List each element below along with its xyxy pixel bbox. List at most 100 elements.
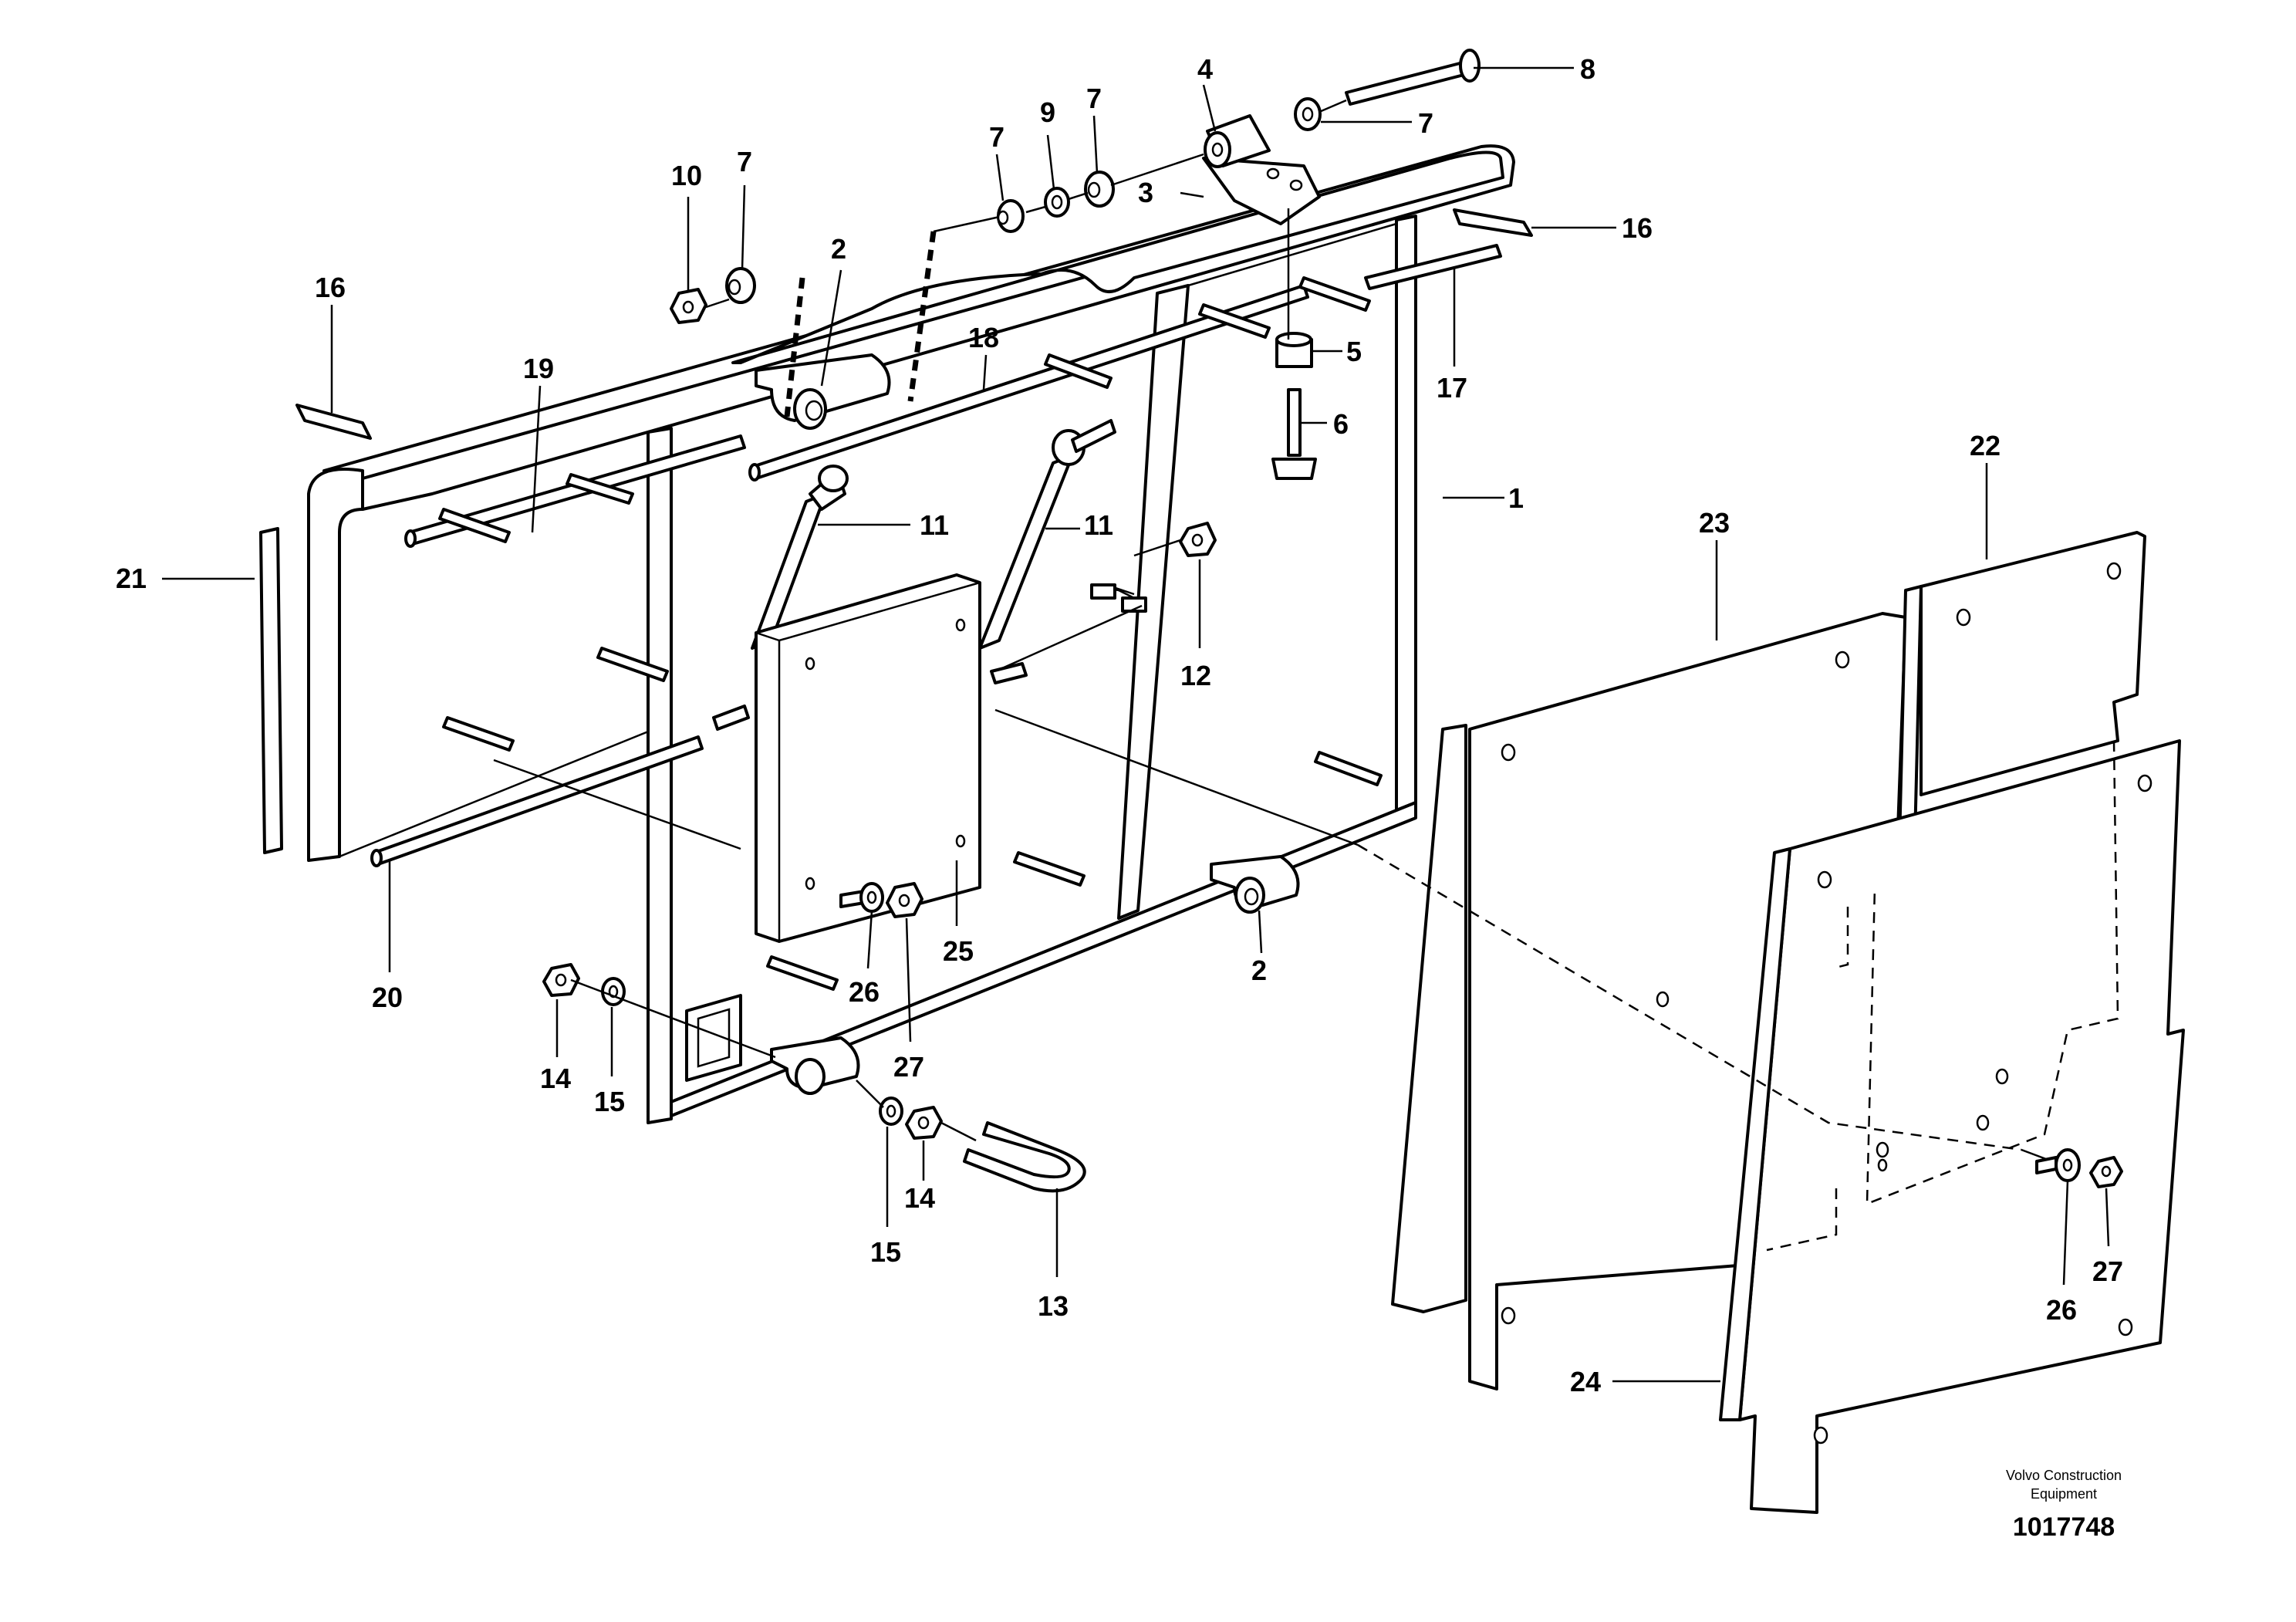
callout-20: 20	[372, 982, 403, 1013]
spacer-5	[1275, 332, 1313, 368]
assembly-line-10	[705, 298, 730, 309]
u-bolt-13	[963, 1121, 1086, 1193]
callout-24: 24	[1570, 1366, 1601, 1397]
callout-11-a: 11	[920, 509, 949, 541]
hidden-outline-corner	[1766, 1188, 1838, 1252]
callout-3: 3	[1138, 177, 1153, 208]
callout-1: 1	[1508, 482, 1524, 514]
callout-19: 19	[523, 353, 554, 384]
rubber-strip-17	[1364, 244, 1502, 290]
washer-9	[1044, 187, 1070, 218]
panel-24	[1656, 739, 2185, 1514]
callout-16-left: 16	[315, 272, 346, 303]
assembly-line-13	[570, 978, 977, 1142]
callout-15-b: 15	[870, 1236, 901, 1268]
washer-14-a	[542, 963, 580, 997]
callout-5: 5	[1346, 336, 1362, 367]
assembly-line-12	[1133, 539, 1181, 557]
control-box-25	[755, 573, 981, 943]
callout-23: 23	[1699, 507, 1730, 539]
callout-10: 10	[671, 160, 702, 191]
bushing-7-right	[1294, 97, 1322, 131]
nut-27-left	[886, 882, 923, 918]
callout-7-b: 7	[1086, 83, 1102, 114]
hinge-pin-4	[1204, 114, 1271, 168]
callout-12: 12	[1180, 660, 1211, 691]
bushing-7-c	[725, 267, 756, 304]
bolt-6	[1271, 388, 1317, 480]
hidden-outline-panel-22	[1866, 740, 2119, 1205]
callout-7-c: 7	[737, 146, 752, 177]
washer-15-a	[601, 977, 626, 1006]
nut-10	[670, 288, 707, 324]
hinge-bracket-3	[1202, 157, 1321, 225]
callout-26-a: 26	[849, 976, 880, 1008]
hidden-outline-notch	[1832, 907, 1849, 970]
callout-7-a: 7	[989, 121, 1004, 153]
frame-studs	[438, 276, 1383, 991]
washer-14-b	[905, 1106, 943, 1140]
assembly-line-panel-solid	[994, 708, 1359, 846]
rubber-strip-21	[259, 527, 283, 854]
callout-13: 13	[1038, 1290, 1069, 1322]
bushing-7-a	[997, 199, 1025, 233]
callout-14-a: 14	[540, 1063, 571, 1094]
assembly-line-left	[493, 759, 741, 850]
frame-top-cover	[731, 150, 1504, 364]
footer-block: Volvo Construction Equipment 1017748	[2006, 1468, 2122, 1542]
callout-11-b: 11	[1084, 509, 1113, 541]
assembly-line-strut	[994, 604, 1143, 673]
hidden-hole-a	[1876, 1141, 1889, 1158]
leader-lines	[162, 66, 2110, 1383]
bracket-12	[1090, 583, 1147, 613]
hidden-hole-d	[1877, 1158, 1888, 1172]
callout-27-a: 27	[893, 1051, 924, 1083]
hinge-part-2-bottom	[1210, 855, 1300, 914]
assembly-line-panel-dashed	[1357, 843, 2022, 1151]
seal-strip-16-right	[1453, 208, 1533, 237]
callout-labels: 1 2 2 3 4 5 6 7 7 7 7 8 9 10 11 11 12 13…	[116, 53, 2123, 1397]
nut-27-right	[2089, 1156, 2123, 1188]
rubber-strip-18	[748, 284, 1309, 482]
callout-8: 8	[1580, 53, 1595, 85]
hinge-bottom-left	[770, 1036, 860, 1095]
callout-27-b: 27	[2092, 1255, 2123, 1287]
company-name-line1: Volvo Construction	[2006, 1468, 2122, 1483]
callout-21: 21	[116, 563, 147, 594]
callout-16-right: 16	[1622, 212, 1653, 244]
bolt-part-8	[1345, 49, 1481, 106]
hidden-hole-c	[1995, 1068, 2009, 1085]
callout-18: 18	[968, 322, 999, 353]
nut-12	[1179, 522, 1217, 557]
callout-4: 4	[1197, 53, 1213, 85]
callout-25: 25	[943, 935, 974, 967]
company-name-line2: Equipment	[2031, 1486, 2097, 1502]
callout-14-b: 14	[904, 1182, 935, 1214]
bushing-7-b	[1084, 171, 1115, 208]
gas-strut-11-right	[978, 419, 1116, 650]
callout-9: 9	[1040, 96, 1055, 128]
callout-15-a: 15	[594, 1086, 625, 1117]
callout-26-b: 26	[2046, 1294, 2077, 1326]
callout-6: 6	[1333, 408, 1349, 440]
assembly-line-hinge-top	[933, 215, 1004, 233]
callout-2-top: 2	[831, 233, 846, 265]
dashed-bolt-line-top-left	[784, 277, 805, 417]
callout-17: 17	[1437, 372, 1467, 404]
callout-22: 22	[1970, 430, 2001, 461]
callout-2-bottom: 2	[1251, 955, 1267, 986]
seal-strip-16-left	[295, 404, 372, 440]
assembly-line-8	[1319, 99, 1347, 113]
callout-7-d: 7	[1418, 107, 1433, 139]
washer-26-right	[2035, 1148, 2081, 1182]
washer-15-b	[879, 1097, 903, 1126]
hidden-hole-b	[1976, 1114, 1990, 1131]
rubber-strip-20	[370, 735, 704, 867]
block-stud	[712, 705, 750, 731]
assembly-line-pin	[1025, 153, 1204, 214]
dashed-bolt-line-top-right	[907, 231, 937, 402]
document-number: 1017748	[2013, 1512, 2115, 1542]
rubber-strip-19	[404, 434, 746, 548]
block-stud-right	[990, 662, 1028, 684]
